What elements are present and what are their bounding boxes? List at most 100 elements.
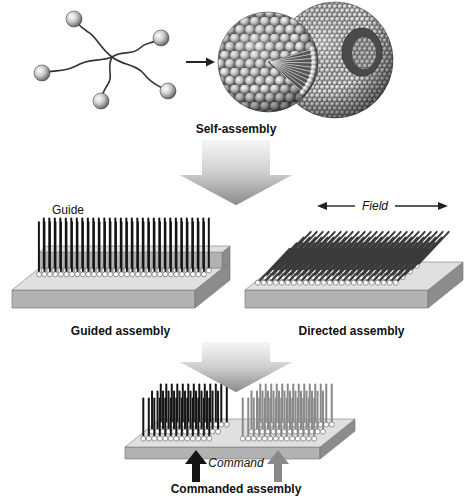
rod-anchor bbox=[42, 272, 47, 277]
rod-anchor bbox=[321, 429, 326, 434]
rod-molecule bbox=[284, 392, 286, 432]
rod-anchor bbox=[333, 280, 338, 285]
rod-molecule bbox=[157, 392, 159, 432]
rod-molecule bbox=[215, 385, 217, 425]
rod-anchor bbox=[369, 280, 374, 285]
rod-molecule bbox=[247, 399, 249, 439]
field-arrow-head bbox=[438, 202, 448, 210]
rod-molecule bbox=[192, 399, 194, 439]
rod-anchor bbox=[240, 436, 245, 441]
rod-molecule bbox=[49, 222, 51, 274]
block-arrow bbox=[180, 140, 292, 205]
rod-molecule bbox=[308, 399, 310, 439]
field-arrow bbox=[325, 205, 355, 206]
rod-molecule bbox=[278, 392, 280, 432]
rod-molecule bbox=[38, 222, 40, 274]
rod-molecule bbox=[269, 399, 271, 439]
rod-anchor bbox=[157, 272, 162, 277]
field-arrow bbox=[395, 205, 440, 206]
rod-anchor bbox=[224, 422, 229, 427]
micelle-tail bbox=[270, 62, 305, 89]
stage-caption: Commanded assembly bbox=[171, 482, 302, 496]
rod-anchor bbox=[251, 436, 256, 441]
rod-molecule bbox=[286, 399, 288, 439]
block-arrow bbox=[180, 342, 292, 392]
rod-anchor bbox=[387, 280, 392, 285]
stage-panel: Directed assembly bbox=[236, 205, 467, 342]
rod-molecule bbox=[291, 399, 293, 439]
rod-anchor bbox=[86, 272, 91, 277]
rod-anchor bbox=[201, 436, 206, 441]
rod-anchor bbox=[196, 272, 201, 277]
rod-molecule bbox=[126, 222, 128, 274]
rod-anchor bbox=[206, 268, 211, 273]
rod-molecule bbox=[217, 392, 219, 432]
rod-anchor bbox=[152, 436, 157, 441]
annotation-label: Guide bbox=[52, 203, 84, 217]
process-arrow-head bbox=[206, 58, 215, 67]
rod-anchor bbox=[273, 436, 278, 441]
rod-molecule bbox=[212, 392, 214, 432]
rod-anchor bbox=[246, 436, 251, 441]
rod-molecule bbox=[197, 399, 199, 439]
rod-molecule bbox=[208, 218, 210, 270]
rod-molecule bbox=[306, 392, 308, 432]
rod-molecule bbox=[313, 399, 315, 439]
rod-molecule bbox=[115, 222, 117, 274]
rod-anchor bbox=[315, 280, 320, 285]
polymer-head bbox=[34, 65, 50, 81]
rod-molecule bbox=[390, 249, 422, 283]
rod-anchor bbox=[216, 429, 221, 434]
rod-anchor bbox=[163, 436, 168, 441]
rod-molecule bbox=[297, 399, 299, 439]
rod-molecule bbox=[164, 222, 166, 274]
rod-molecule bbox=[220, 385, 222, 425]
rod-molecule bbox=[267, 392, 269, 432]
block-arrow bbox=[180, 140, 292, 205]
rod-molecule bbox=[317, 392, 319, 432]
rod-molecule bbox=[396, 249, 428, 283]
rod-anchor bbox=[91, 272, 96, 277]
rod-anchor bbox=[273, 280, 278, 285]
rod-molecule bbox=[242, 399, 244, 439]
rod-molecule bbox=[54, 222, 56, 274]
rod-molecule bbox=[76, 222, 78, 274]
rod-molecule bbox=[275, 399, 277, 439]
process-arrow bbox=[186, 61, 207, 63]
micelle-tail bbox=[270, 62, 310, 81]
rod-molecule bbox=[153, 399, 155, 439]
rod-anchor bbox=[268, 436, 273, 441]
rod-anchor bbox=[303, 280, 308, 285]
rod-molecule bbox=[109, 222, 111, 274]
rod-anchor bbox=[157, 436, 162, 441]
rod-anchor bbox=[295, 436, 300, 441]
rod-molecule bbox=[137, 222, 139, 274]
rod-anchor bbox=[279, 280, 284, 285]
rod-anchor bbox=[168, 272, 173, 277]
rod-molecule bbox=[258, 399, 260, 439]
rod-anchor bbox=[179, 436, 184, 441]
micelle-tail bbox=[270, 62, 303, 92]
rod-molecule bbox=[325, 385, 327, 425]
directed-substrate-front bbox=[245, 290, 428, 308]
stage-caption: Directed assembly bbox=[298, 324, 404, 338]
polymer-head bbox=[66, 11, 82, 27]
stage-caption: Guided assembly bbox=[71, 324, 170, 338]
rod-anchor bbox=[141, 436, 146, 441]
rod-molecule bbox=[253, 399, 255, 439]
rod-molecule bbox=[280, 399, 282, 439]
rod-anchor bbox=[135, 272, 140, 277]
rod-anchor bbox=[329, 422, 334, 427]
polymer-chain bbox=[102, 57, 112, 95]
rod-molecule bbox=[206, 392, 208, 432]
rod-molecule bbox=[251, 392, 253, 432]
rod-molecule bbox=[170, 222, 172, 274]
rod-anchor bbox=[297, 280, 302, 285]
rod-molecule bbox=[87, 222, 89, 274]
rod-anchor bbox=[174, 436, 179, 441]
stage-caption: Self-assembly bbox=[196, 122, 277, 136]
command-arrow bbox=[267, 450, 289, 482]
rod-anchor bbox=[381, 280, 386, 285]
rod-anchor bbox=[315, 429, 320, 434]
